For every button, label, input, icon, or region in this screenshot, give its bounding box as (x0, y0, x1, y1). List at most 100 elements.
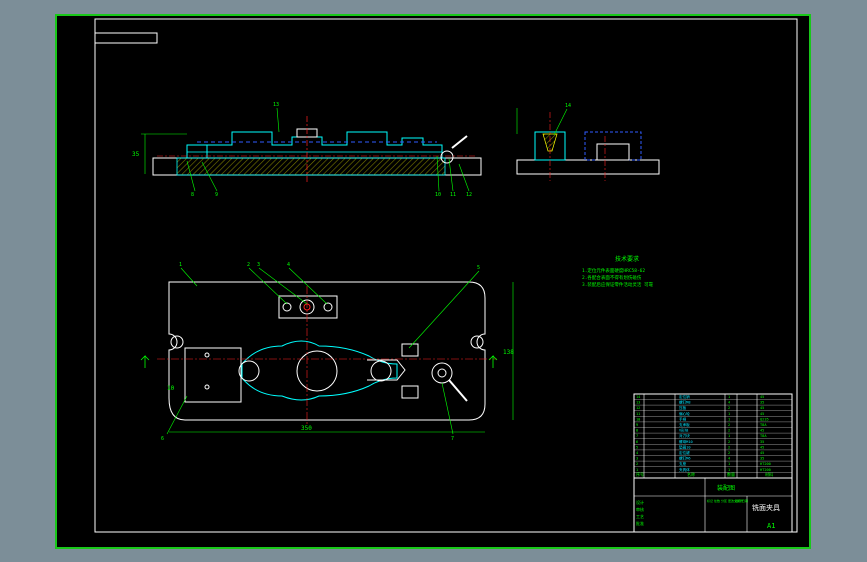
bom-cell: 35 (760, 440, 764, 444)
bom-cell: 13 (636, 401, 640, 405)
bom-cell: 5 (636, 445, 638, 449)
front-dim-side-height: 35 (132, 151, 140, 158)
bom-cell: Q235 (760, 417, 769, 421)
front-leader-5 (458, 163, 470, 192)
technical-notes: 技术要求 1.定位元件表面硬度HRC58-62 2.各配合表面不得有划伤碰伤 3… (582, 255, 654, 288)
plan-workpiece-bore (296, 350, 338, 392)
bom-cell: HT200 (760, 468, 771, 472)
bom-cell: 11 (636, 412, 640, 416)
header-mat: 材料 (765, 471, 773, 477)
section-arrow-left (140, 355, 150, 368)
bom-cell: 2 (728, 445, 730, 449)
side-block-right (584, 131, 642, 161)
inner-frame (94, 18, 798, 533)
side-inner-box (596, 143, 630, 161)
bom-cell: 1 (728, 395, 730, 399)
bom-cell: 螺钉M6 (679, 456, 691, 461)
plan-screw-1 (282, 302, 292, 312)
bom-cell: 4 (728, 457, 730, 461)
scale-label: 更改文件号 (728, 498, 743, 503)
title-block-material: 装配图 (717, 484, 735, 492)
plan-leader-6 (166, 395, 188, 435)
plan-leader-3 (258, 267, 308, 305)
bom-cell: 45 (760, 451, 764, 455)
side-leader (553, 108, 568, 136)
plan-right-clamp-bottom (401, 385, 419, 399)
bom-cell: 6 (636, 440, 638, 444)
bom-cell: 螺钉M8 (679, 400, 691, 405)
bom-cell: 12 (636, 406, 640, 410)
front-leader-4 (448, 158, 454, 192)
plan-workpiece-left-boss (238, 360, 260, 382)
scale-label: 处数 (714, 498, 720, 503)
side-vblock (542, 133, 558, 152)
bom-cell: 1 (728, 434, 730, 438)
plan-workpiece (241, 340, 398, 401)
bom-cell: 14 (636, 395, 640, 399)
front-leader-3 (436, 155, 440, 192)
notes-line-3: 3.装配后应保证零件活动灵活 可靠 (582, 281, 654, 288)
scale-label: 分区 (721, 498, 727, 503)
plan-left-hole-2 (204, 384, 210, 390)
balloon-10: 10 (435, 192, 441, 198)
bom-cell: 4 (728, 401, 730, 405)
signature-label: 工艺 (636, 514, 644, 519)
front-view: 35 (132, 107, 482, 192)
top-view: 350 138 10 (140, 267, 514, 435)
plan-notch-left (170, 335, 184, 349)
bom-cell: 2 (728, 429, 730, 433)
header-qty: 数量 (727, 471, 735, 477)
bom-cell: 8 (636, 429, 638, 433)
plan-workpiece-right-boss (370, 360, 392, 382)
plan-left-block (184, 347, 242, 403)
plan-handle (448, 379, 468, 402)
plan-leader-1 (180, 267, 198, 287)
bom-cell: 9 (636, 423, 638, 427)
bom-cell: 压板 (679, 405, 687, 410)
plan-height-dim-label: 138 (503, 349, 514, 356)
front-eccentric (440, 150, 454, 164)
header-name: 名称 (687, 471, 695, 477)
bom-cell: 45 (760, 445, 764, 449)
balloon-3: 3 (257, 262, 260, 268)
balloon-5: 5 (477, 265, 480, 271)
plan-screw-2 (323, 302, 333, 312)
bom-cell: 偏心轮 (679, 411, 690, 416)
bom-cell: 45 (760, 406, 764, 410)
bom-cell: 2 (728, 406, 730, 410)
front-leader-2 (201, 161, 218, 192)
signature-label: 审核 (636, 506, 644, 512)
bom-cell: T8A (760, 434, 767, 438)
bom-cell: 1 (728, 468, 730, 472)
balloon-2: 2 (247, 262, 250, 268)
balloon-12: 12 (466, 192, 472, 198)
side-base (516, 159, 660, 175)
notes-title: 技术要求 (615, 255, 639, 263)
scale-label: 日期 (742, 498, 748, 503)
plan-top-plate (278, 295, 338, 319)
bom-cell: 2 (728, 423, 730, 427)
plan-extra-dim-label: 10 (167, 385, 175, 392)
plan-eccentric-inner (437, 368, 447, 378)
bom-cell: 35 (760, 457, 764, 461)
bom-cell: T8A (760, 423, 767, 427)
bom-cell: 定位键 (679, 450, 690, 455)
bom-cell: 1 (728, 412, 730, 416)
plan-leader-2 (248, 267, 288, 305)
title-block-frame (633, 393, 793, 533)
balloon-11: 11 (450, 192, 456, 198)
bom-cell: 夹具体 (679, 467, 690, 472)
bom-cell: 7 (636, 434, 638, 438)
balloon-7: 7 (451, 436, 454, 442)
front-handle (451, 135, 468, 149)
balloon-1: 1 (179, 262, 182, 268)
bom-cell: 45 (760, 395, 764, 399)
signature-label: 批准 (636, 520, 644, 526)
plan-right-clamp-top (401, 343, 419, 357)
bom-cell: 支承板 (679, 422, 690, 427)
plan-leader-7 (441, 382, 454, 435)
balloon-14: 14 (565, 103, 571, 109)
balloon-labels: 1 2 3 4 5 6 7 8 9 10 11 12 13 14 (161, 102, 571, 442)
